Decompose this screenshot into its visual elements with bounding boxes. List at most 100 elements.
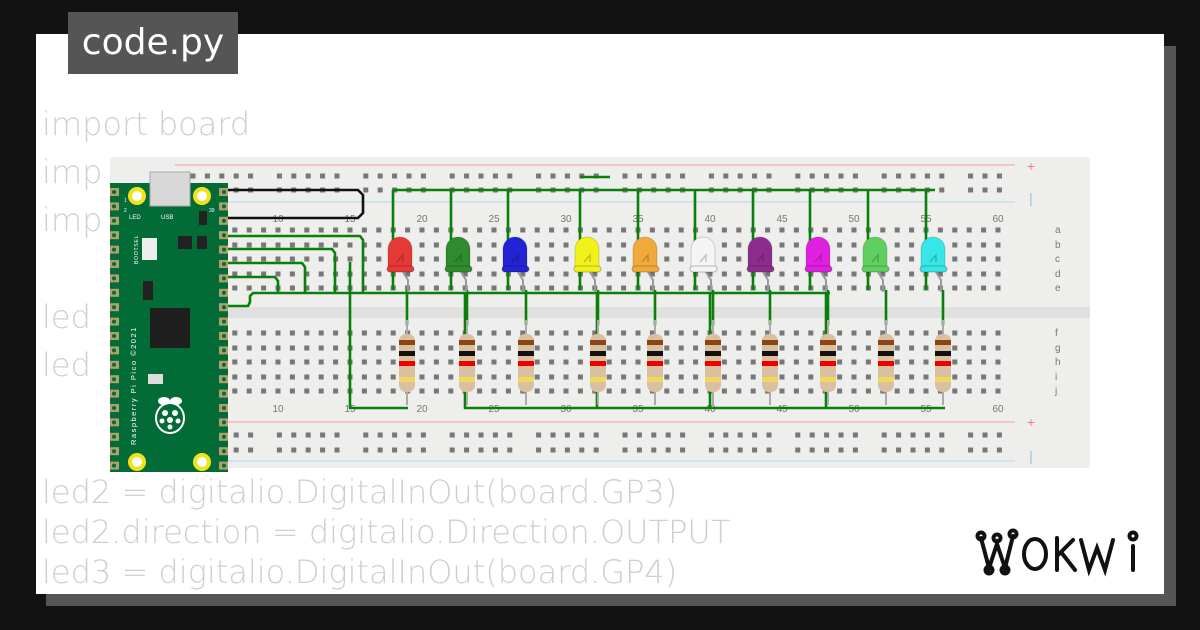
breadboard-hole[interactable] [793, 359, 799, 365]
breadboard-hole[interactable] [563, 388, 569, 394]
rail-hole[interactable] [593, 447, 599, 453]
breadboard-hole[interactable] [793, 388, 799, 394]
breadboard-hole[interactable] [477, 242, 483, 248]
breadboard-hole[interactable] [664, 330, 670, 336]
breadboard-hole[interactable] [880, 271, 886, 277]
breadboard-hole[interactable] [491, 359, 497, 365]
rail-hole[interactable] [852, 432, 858, 438]
rail-hole[interactable] [910, 447, 916, 453]
breadboard-hole[interactable] [779, 359, 785, 365]
breadboard-hole[interactable] [721, 374, 727, 380]
bootsel-button[interactable] [142, 238, 157, 260]
breadboard-hole[interactable] [289, 330, 295, 336]
breadboard-hole[interactable] [261, 256, 267, 262]
breadboard-hole[interactable] [923, 330, 929, 336]
breadboard-hole[interactable] [606, 285, 612, 291]
breadboard-hole[interactable] [376, 330, 382, 336]
breadboard-hole[interactable] [304, 359, 310, 365]
rail-hole[interactable] [809, 173, 815, 179]
breadboard-hole[interactable] [736, 388, 742, 394]
rail-hole[interactable] [852, 173, 858, 179]
breadboard-hole[interactable] [736, 285, 742, 291]
breadboard-hole[interactable] [333, 242, 339, 248]
breadboard-hole[interactable] [851, 256, 857, 262]
breadboard-hole[interactable] [793, 227, 799, 233]
rail-hole[interactable] [852, 447, 858, 453]
breadboard-hole[interactable] [952, 285, 958, 291]
rail-hole[interactable] [968, 447, 974, 453]
breadboard-hole[interactable] [549, 345, 555, 351]
breadboard-hole[interactable] [376, 359, 382, 365]
breadboard-hole[interactable] [333, 330, 339, 336]
breadboard-hole[interactable] [376, 388, 382, 394]
rail-hole[interactable] [233, 432, 239, 438]
breadboard-hole[interactable] [563, 227, 569, 233]
breadboard-hole[interactable] [246, 374, 252, 380]
breadboard-hole[interactable] [333, 374, 339, 380]
breadboard-hole[interactable] [693, 374, 699, 380]
rail-hole[interactable] [982, 173, 988, 179]
led[interactable] [573, 236, 602, 292]
breadboard-hole[interactable] [361, 345, 367, 351]
breadboard-hole[interactable] [361, 359, 367, 365]
breadboard-hole[interactable] [549, 285, 555, 291]
rail-hole[interactable] [795, 447, 801, 453]
rail-hole[interactable] [406, 447, 412, 453]
rail-hole[interactable] [334, 447, 340, 453]
rail-hole[interactable] [276, 173, 282, 179]
breadboard-hole[interactable] [851, 227, 857, 233]
breadboard-hole[interactable] [779, 227, 785, 233]
breadboard-hole[interactable] [779, 388, 785, 394]
breadboard-hole[interactable] [649, 227, 655, 233]
rail-hole[interactable] [636, 173, 642, 179]
rail-hole[interactable] [449, 432, 455, 438]
rail-hole[interactable] [420, 173, 426, 179]
rail-hole[interactable] [363, 447, 369, 453]
rail-hole[interactable] [752, 447, 758, 453]
breadboard-hole[interactable] [664, 242, 670, 248]
breadboard-hole[interactable] [304, 271, 310, 277]
rail-hole[interactable] [305, 447, 311, 453]
rail-hole[interactable] [276, 447, 282, 453]
resistor[interactable] [399, 290, 415, 405]
breadboard-hole[interactable] [837, 271, 843, 277]
rail-hole[interactable] [737, 447, 743, 453]
breadboard-hole[interactable] [246, 345, 252, 351]
breadboard-hole[interactable] [765, 330, 771, 336]
rail-hole[interactable] [190, 173, 196, 179]
breadboard-hole[interactable] [275, 330, 281, 336]
breadboard-hole[interactable] [549, 256, 555, 262]
breadboard-hole[interactable] [246, 227, 252, 233]
breadboard-hole[interactable] [995, 256, 1001, 262]
breadboard-hole[interactable] [318, 256, 324, 262]
rail-hole[interactable] [680, 432, 686, 438]
breadboard-hole[interactable] [894, 359, 900, 365]
breadboard-hole[interactable] [678, 388, 684, 394]
breadboard-hole[interactable] [635, 345, 641, 351]
rail-hole[interactable] [824, 447, 830, 453]
breadboard-hole[interactable] [232, 330, 238, 336]
breadboard-hole[interactable] [923, 374, 929, 380]
breadboard-hole[interactable] [289, 359, 295, 365]
breadboard-hole[interactable] [750, 374, 756, 380]
file-tab[interactable]: code.py [68, 12, 238, 74]
breadboard-hole[interactable] [894, 285, 900, 291]
breadboard-hole[interactable] [563, 374, 569, 380]
breadboard-hole[interactable] [520, 227, 526, 233]
rail-hole[interactable] [723, 173, 729, 179]
breadboard-hole[interactable] [966, 359, 972, 365]
breadboard-hole[interactable] [433, 330, 439, 336]
rail-hole[interactable] [737, 432, 743, 438]
breadboard-hole[interactable] [808, 388, 814, 394]
breadboard-hole[interactable] [549, 359, 555, 365]
rail-hole[interactable] [420, 447, 426, 453]
breadboard-hole[interactable] [318, 271, 324, 277]
rail-hole[interactable] [320, 432, 326, 438]
breadboard-hole[interactable] [736, 256, 742, 262]
breadboard-hole[interactable] [491, 330, 497, 336]
breadboard-hole[interactable] [995, 271, 1001, 277]
breadboard-hole[interactable] [793, 330, 799, 336]
breadboard-hole[interactable] [851, 374, 857, 380]
breadboard-hole[interactable] [361, 271, 367, 277]
breadboard-hole[interactable] [419, 285, 425, 291]
